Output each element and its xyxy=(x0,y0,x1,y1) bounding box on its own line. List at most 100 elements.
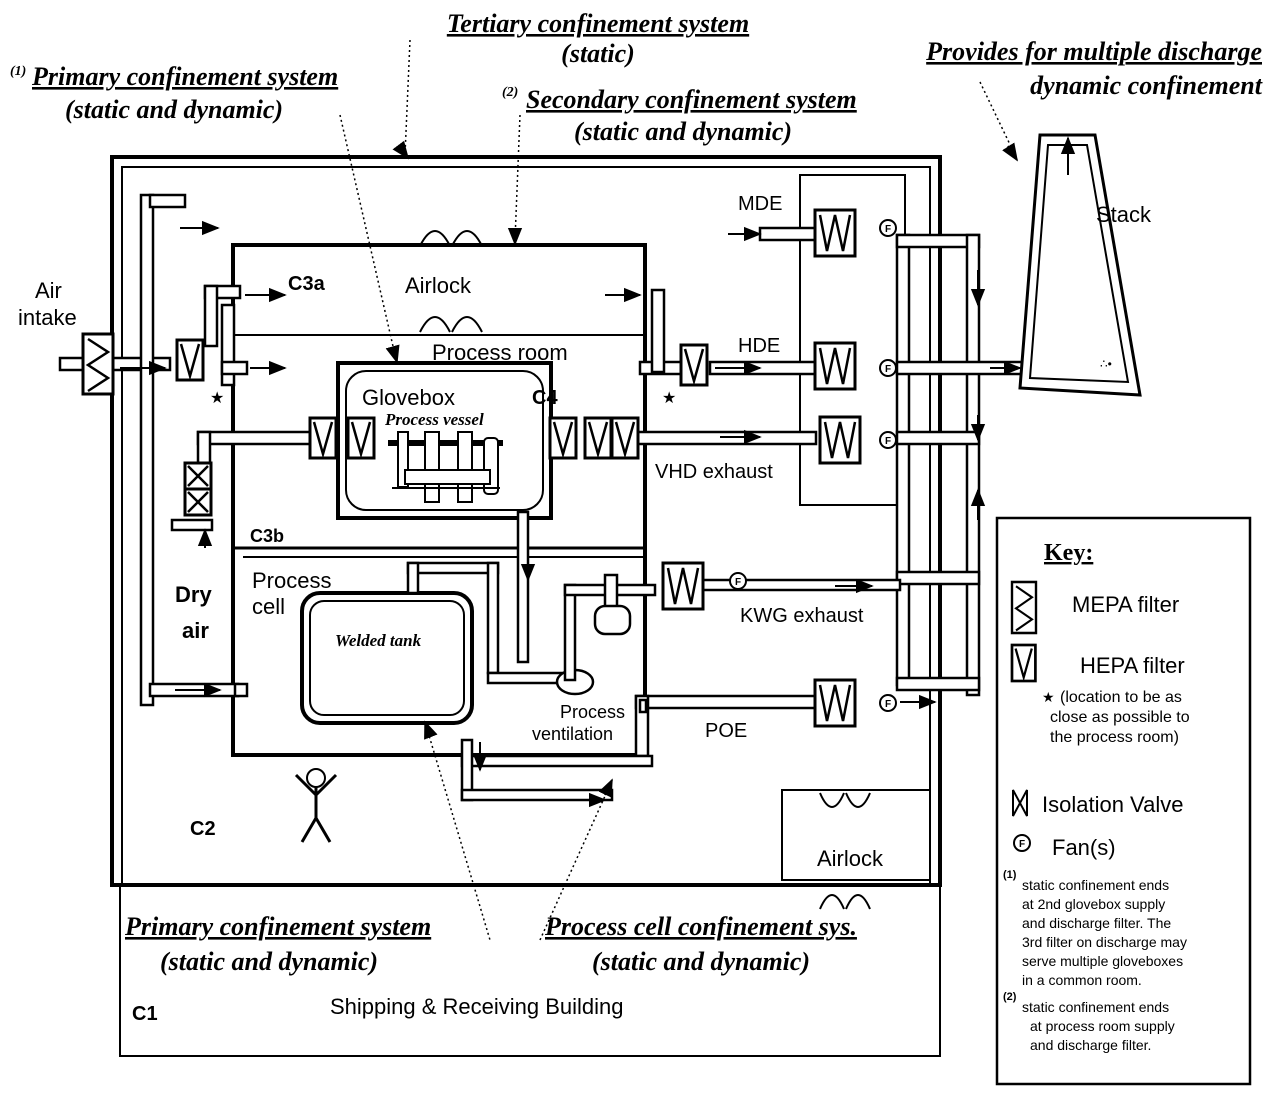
fan-mde-icon xyxy=(879,219,897,237)
hde-filter xyxy=(813,341,857,391)
primary-bottom-sub: (static and dynamic) xyxy=(160,947,378,976)
primary-top-marker: (1) xyxy=(10,64,26,79)
stack-label: Stack xyxy=(1096,202,1152,227)
dry-air-label-2: air xyxy=(182,618,209,643)
welded-tank-label: Welded tank xyxy=(335,631,422,650)
key-note1-line6: in a common room. xyxy=(1022,972,1142,988)
vhd-filter xyxy=(818,415,862,465)
dry-air-label-1: Dry xyxy=(175,582,212,607)
key-hepa-label: HEPA filter xyxy=(1080,653,1185,678)
key-star-note-1: (location to be as xyxy=(1060,689,1182,706)
shipping-receiving-building xyxy=(119,883,941,1057)
vhd-exhaust-label: VHD exhaust xyxy=(655,461,773,483)
flow-arrows xyxy=(120,220,1022,808)
key-note1-line4: 3rd filter on discharge may xyxy=(1022,934,1187,950)
person-figure xyxy=(294,768,338,843)
kwg-exhaust-label: KWG exhaust xyxy=(740,605,864,627)
process-cell-label-1: Process xyxy=(252,568,331,593)
key-isolation-valve-label: Isolation Valve xyxy=(1042,792,1183,817)
tertiary-title: Tertiary confinement system xyxy=(447,9,749,38)
secondary-marker: (2) xyxy=(502,85,518,100)
process-ventilation-label-2: ventilation xyxy=(532,724,613,744)
kwg-filter xyxy=(661,561,705,611)
isolation-valve-1 xyxy=(183,461,213,491)
supply-hepa-filter xyxy=(175,338,205,382)
fan-vhd-icon xyxy=(879,431,897,449)
tertiary-sub: (static) xyxy=(561,39,635,68)
glovebox-inner xyxy=(345,370,544,511)
key-note1-line1: static confinement ends xyxy=(1022,877,1169,893)
c2-label: C2 xyxy=(190,818,216,840)
fan-poe-icon xyxy=(879,694,897,712)
key-note2-line3: and discharge filter. xyxy=(1030,1037,1151,1053)
key-note1-line2: at 2nd glovebox supply xyxy=(1022,896,1165,912)
mde-filter xyxy=(813,208,857,258)
key-note2-line1: static confinement ends xyxy=(1022,999,1169,1015)
key-box xyxy=(995,516,1252,1086)
isolation-valve-2 xyxy=(183,487,213,517)
stack-outer xyxy=(1018,133,1142,397)
key-fan-label: Fan(s) xyxy=(1052,835,1116,860)
primary-bottom-title: Primary confinement system xyxy=(124,912,431,941)
air-intake-label-1: Air xyxy=(35,278,62,303)
process-cell-conf-title: Process cell confinement sys. xyxy=(544,912,857,941)
stack-inner xyxy=(1028,144,1130,384)
glovebox-exhaust-filter-3 xyxy=(610,416,640,460)
c3a-label: C3a xyxy=(288,273,326,295)
key-hepa-symbol xyxy=(1010,643,1037,683)
primary-top-sub: (static and dynamic) xyxy=(65,95,283,124)
mde-label: MDE xyxy=(738,193,782,215)
star-marker-right: ★ xyxy=(662,390,676,407)
key-fan-icon xyxy=(1013,834,1031,852)
key-note2-marker: (2) xyxy=(1003,991,1017,1003)
poe-label: POE xyxy=(705,720,747,742)
star-marker-left: ★ xyxy=(210,390,224,407)
key-mepa-label: MEPA filter xyxy=(1072,592,1179,617)
multiple-discharge-line2: dynamic confinement xyxy=(1030,71,1263,100)
key-note1-marker: (1) xyxy=(1003,869,1017,881)
key-mepa-symbol xyxy=(1010,580,1038,635)
airlock-label: Airlock xyxy=(405,273,472,298)
secondary-title: Secondary confinement system xyxy=(526,85,857,114)
hde-label: HDE xyxy=(738,335,780,357)
airlock-bottom-label: Airlock xyxy=(817,846,884,871)
process-cell-label-2: cell xyxy=(252,594,285,619)
fan-hde-icon xyxy=(879,359,897,377)
poe-filter xyxy=(813,678,857,728)
multiple-discharge-line1: Provides for multiple discharge xyxy=(925,37,1262,66)
secondary-sub: (static and dynamic) xyxy=(574,117,792,146)
hde-hepa-filter xyxy=(679,343,709,387)
process-room-label: Process room xyxy=(432,340,568,365)
fan-kwg-icon xyxy=(729,572,747,590)
glovebox-label: Glovebox xyxy=(362,385,455,410)
key-title: Key: xyxy=(1044,540,1093,566)
glovebox-exhaust-filter-2 xyxy=(583,416,613,460)
secondary-confinement-wall xyxy=(231,243,647,757)
welded-tank-inner xyxy=(309,600,465,716)
noise-marks: ∴• xyxy=(1100,357,1112,371)
c3b-label: C3b xyxy=(250,526,284,546)
building-label: Shipping & Receiving Building xyxy=(330,994,624,1019)
intake-mepa-filter xyxy=(81,332,115,396)
key-note2-line2: at process room supply xyxy=(1030,1018,1175,1034)
key-legend: Key: MEPA filter HEPA filter ★ (location… xyxy=(995,516,1252,1086)
primary-top-title: Primary confinement system xyxy=(31,62,338,91)
process-vessel-label: Process vessel xyxy=(384,410,484,429)
key-note1-line3: and discharge filter. The xyxy=(1022,915,1171,931)
c1-label: C1 xyxy=(132,1003,158,1025)
glovebox-exhaust-filter-1 xyxy=(548,416,578,460)
glovebox-supply-filter-1 xyxy=(308,416,338,460)
process-cell-conf-sub: (static and dynamic) xyxy=(592,947,810,976)
process-vessel-drawing xyxy=(388,431,503,503)
welded-tank-outer xyxy=(300,591,474,725)
key-valve-symbol xyxy=(1012,789,1028,817)
process-ventilation-label-1: Process xyxy=(560,702,625,722)
airlock-bottom-room xyxy=(781,789,931,881)
glovebox-supply-filter-2 xyxy=(346,416,376,460)
key-note1-line5: serve multiple gloveboxes xyxy=(1022,953,1183,969)
key-star-note-2: close as possible to xyxy=(1050,709,1190,726)
key-star-symbol: ★ xyxy=(1042,689,1055,705)
c4-label: C4 xyxy=(532,387,558,409)
